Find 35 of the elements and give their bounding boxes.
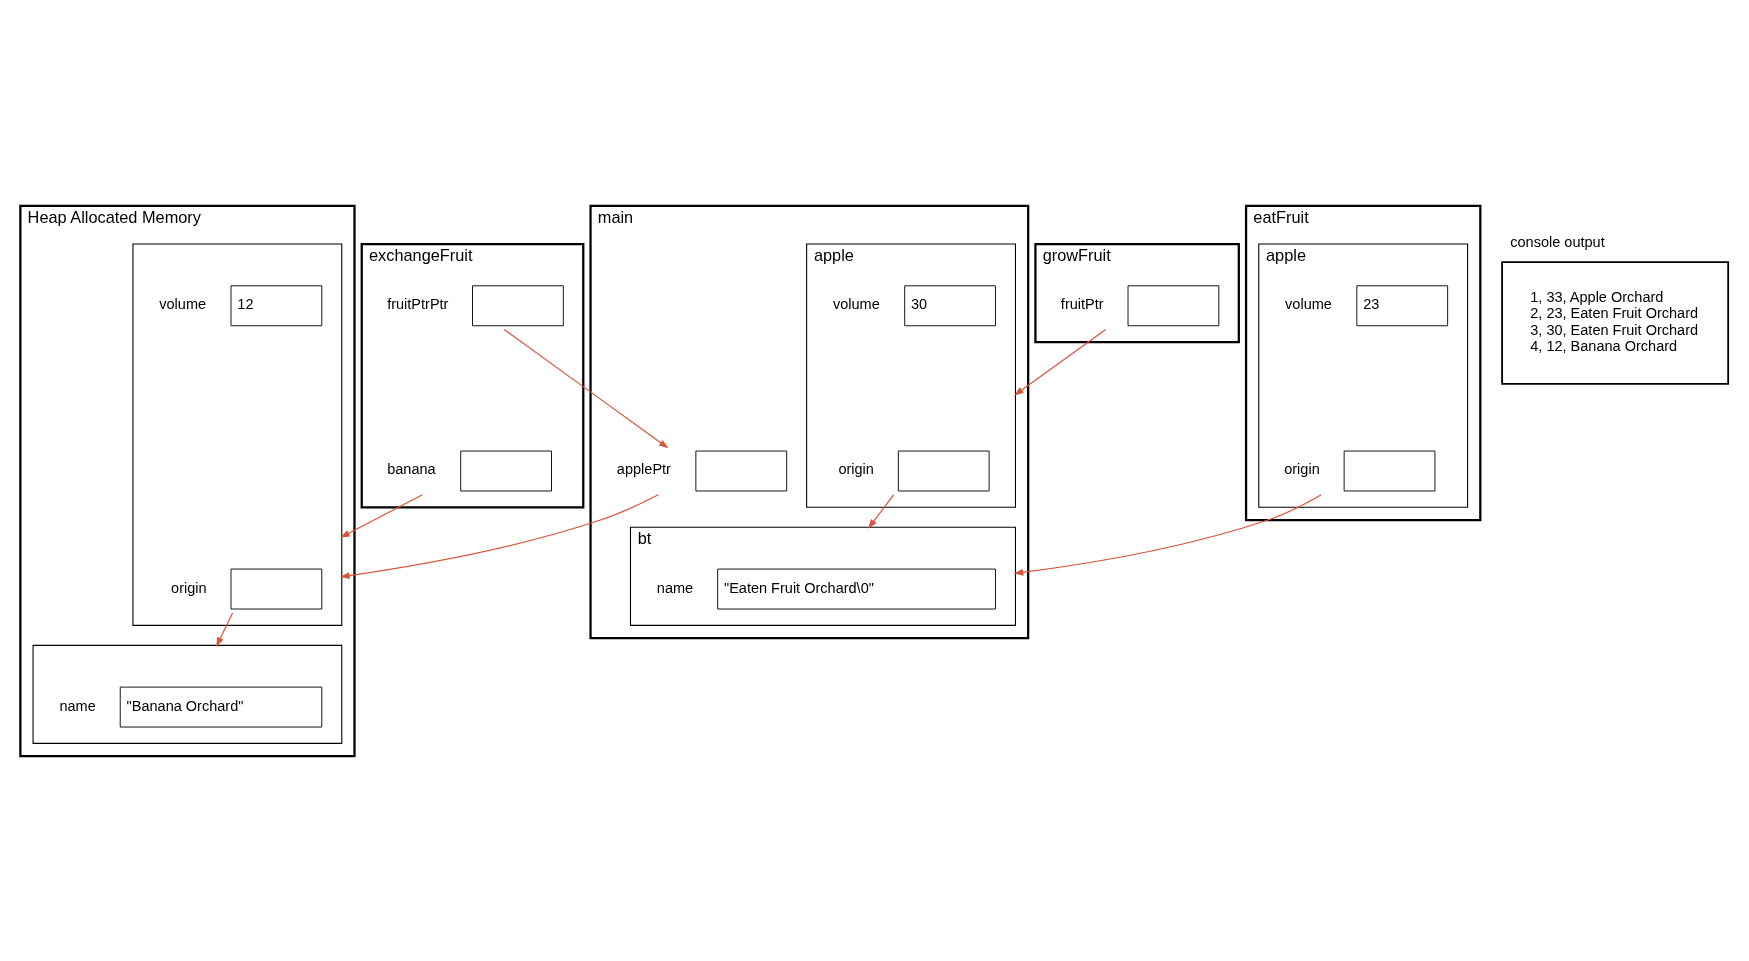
node-box: "Eaten Fruit Orchard\0" bbox=[717, 568, 996, 609]
node-label: applePtr bbox=[616, 460, 671, 477]
arrow bbox=[1014, 328, 1107, 396]
arrow bbox=[503, 328, 669, 448]
node-label: origin bbox=[171, 578, 207, 595]
node-label: console output bbox=[1510, 233, 1605, 250]
node-label: name bbox=[59, 697, 96, 714]
arrow bbox=[868, 493, 895, 529]
arrow bbox=[1013, 493, 1322, 576]
node-box: 30 bbox=[904, 284, 996, 326]
node-box bbox=[230, 568, 323, 609]
cluster bbox=[32, 644, 343, 744]
node-box bbox=[897, 450, 990, 491]
node-box: "Banana Orchard" bbox=[119, 686, 323, 727]
cluster bbox=[132, 243, 343, 626]
node-box bbox=[472, 284, 564, 326]
node-box bbox=[695, 450, 788, 491]
node-label: volume bbox=[159, 295, 207, 312]
node-box: 12 bbox=[230, 284, 323, 326]
node-box bbox=[1127, 284, 1220, 326]
node-box: 1, 33, Apple Orchard 2, 23, Eaten Fruit Orchard 3, 30, Eaten Fruit Orchard 4, 12, Banana Orchard bbox=[1501, 260, 1730, 385]
node-label: origin bbox=[838, 460, 874, 477]
node-label: banana bbox=[387, 460, 436, 477]
node-label: name bbox=[656, 578, 694, 595]
node-label: volume bbox=[832, 295, 880, 312]
node-label: fruitPtr bbox=[1060, 295, 1104, 312]
arrow bbox=[216, 611, 234, 647]
node-box bbox=[460, 450, 552, 491]
node-label: origin bbox=[1284, 460, 1320, 477]
node-box bbox=[1343, 450, 1436, 491]
node-label: fruitPtrPtr bbox=[387, 295, 449, 312]
arrow bbox=[340, 493, 424, 538]
node-box: 23 bbox=[1356, 284, 1449, 326]
node-label: volume bbox=[1285, 295, 1332, 312]
arrow bbox=[340, 493, 659, 579]
